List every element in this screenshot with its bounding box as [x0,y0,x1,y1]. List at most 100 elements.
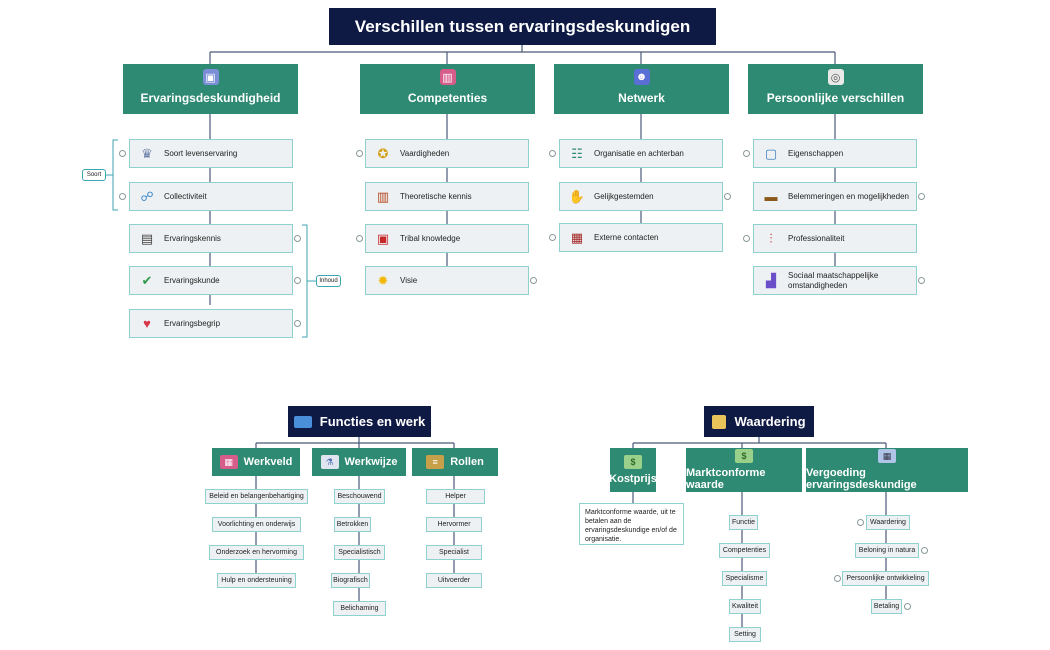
count-badge[interactable] [356,235,363,242]
rollen-item[interactable]: Hervormer [426,517,482,532]
books-icon: ▥ [376,188,390,204]
markt-item[interactable]: Competenties [719,543,770,558]
count-badge[interactable] [918,193,925,200]
check-badge-icon: ✔ [141,272,153,288]
sub-werkveld[interactable]: ▦Werkveld [212,448,300,476]
count-badge[interactable] [834,575,841,582]
count-badge[interactable] [743,150,750,157]
node-sociaal-maatschappelijke-omstandigheden[interactable]: ▟Sociaal maatschappelijke omstandigheden [753,266,917,295]
werkveld-item[interactable]: Onderzoek en hervorming [209,545,304,560]
node-belemmeringen-en-mogelijkheden[interactable]: ▬Belemmeringen en mogelijkheden [753,182,917,211]
vergoeding-item[interactable]: Waardering [866,515,910,530]
category-ervaringsdeskundigheid[interactable]: ▣ Ervaringsdeskundigheid [123,64,298,114]
kostprijs-note: Marktconforme waarde, uit te betalen aan… [579,503,684,545]
category-competenties[interactable]: ▥ Competenties [360,64,535,114]
sub-kostprijs[interactable]: $Kostprijs [609,448,657,492]
count-badge[interactable] [904,603,911,610]
count-badge[interactable] [921,547,928,554]
werkwijze-item[interactable]: Beschouwend [334,489,385,504]
markt-item[interactable]: Kwaliteit [729,599,761,614]
werkwijze-item[interactable]: Betrokken [334,517,371,532]
flask-icon: ⚗ [320,455,339,469]
node-tribal-knowledge[interactable]: ▣Tribal knowledge [365,224,529,253]
node-organisatie-en-achterban[interactable]: ☷Organisatie en achterban [559,139,723,168]
markt-item[interactable]: Setting [729,627,761,642]
node-gelijkgestemden[interactable]: ✋Gelijkgestemden [559,182,723,211]
vergoeding-item[interactable]: Beloning in natura [855,543,919,558]
werkveld-item[interactable]: Beleid en belangenbehartiging [205,489,308,504]
lock-icon: ▣ [376,230,390,246]
count-badge[interactable] [119,193,126,200]
werkwijze-item[interactable]: Belichaming [333,601,386,616]
box-icon [712,414,727,429]
count-badge[interactable] [294,235,301,242]
count-badge[interactable] [549,150,556,157]
growth-chart-icon: ▟ [766,272,776,288]
sliders-icon: ⫶ [769,230,773,246]
count-badge[interactable] [743,235,750,242]
hierarchy-icon: ≡ [426,455,445,469]
count-badge[interactable] [530,277,537,284]
podium-icon: ▥ [439,69,456,85]
werkveld-item[interactable]: Voorlichting en onderwijs [212,517,301,532]
count-badge[interactable] [294,320,301,327]
node-visie[interactable]: ✹Visie [365,266,529,295]
calculator-icon: ▦ [878,449,896,463]
tag-inhoud[interactable]: Inhoud [316,275,341,287]
group-icon: ☍ [140,188,154,204]
node-vaardigheden[interactable]: ✪Vaardigheden [365,139,529,168]
node-collectiviteit[interactable]: ☍Collectiviteit [129,182,293,211]
backpack-icon: ▣ [202,69,219,85]
map-icon: ▦ [219,455,238,469]
rollen-item[interactable]: Helper [426,489,485,504]
rollen-item[interactable]: Uitvoerder [426,573,482,588]
org-chart-icon: ☷ [571,145,583,161]
werkveld-item[interactable]: Hulp en ondersteuning [217,573,296,588]
money-icon: $ [735,449,753,463]
node-externe-contacten[interactable]: ▦Externe contacten [559,223,723,252]
node-eigenschappen[interactable]: ▢Eigenschappen [753,139,917,168]
count-badge[interactable] [918,277,925,284]
crown-icon: ♛ [141,145,153,161]
people-icon: ☻ [633,69,650,85]
werkwijze-item[interactable]: Biografisch [331,573,370,588]
werkwijze-item[interactable]: Specialistisch [334,545,385,560]
book-icon: ▤ [140,230,154,246]
rollen-item[interactable]: Specialist [426,545,482,560]
lightbulb-icon: ✹ [377,272,389,288]
count-badge[interactable] [857,519,864,526]
vergoeding-item[interactable]: Betaling [871,599,902,614]
toolbox-icon [293,415,312,428]
sub-marktconforme-waarde[interactable]: $Marktconforme waarde [686,448,802,492]
node-soort-levenservaring[interactable]: ♛Soort levenservaring [129,139,293,168]
node-ervaringskunde[interactable]: ✔Ervaringskunde [129,266,293,295]
count-badge[interactable] [119,150,126,157]
node-professionaliteit[interactable]: ⫶Professionaliteit [753,224,917,253]
hearts-icon: ♥ [143,316,151,331]
main-title: Verschillen tussen ervaringsdeskundigen [329,8,716,45]
medal-icon: ✪ [377,145,389,161]
category-netwerk[interactable]: ☻ Netwerk [554,64,729,114]
node-ervaringskennis[interactable]: ▤Ervaringskennis [129,224,293,253]
fingerprint-icon: ◎ [827,69,844,85]
waardering-title[interactable]: Waardering [704,406,814,437]
id-badge-icon: ▢ [764,145,778,161]
functies-title[interactable]: Functies en werk [288,406,431,437]
count-badge[interactable] [356,150,363,157]
count-badge[interactable] [724,193,731,200]
count-badge[interactable] [549,234,556,241]
node-theoretische-kennis[interactable]: ▥Theoretische kennis [365,182,529,211]
vergoeding-item[interactable]: Persoonlijke ontwikkeling [842,571,929,586]
category-persoonlijke-verschillen[interactable]: ◎ Persoonlijke verschillen [748,64,923,114]
sub-vergoeding[interactable]: ▦Vergoeding ervaringsdeskundige [806,448,968,492]
markt-item[interactable]: Functie [729,515,758,530]
node-ervaringsbegrip[interactable]: ♥Ervaringsbegrip [129,309,293,338]
handshake-icon: ✋ [568,188,586,204]
money-icon: $ [624,455,642,469]
count-badge[interactable] [294,277,301,284]
barrier-icon: ▬ [764,189,778,204]
sub-werkwijze[interactable]: ⚗Werkwijze [312,448,406,476]
markt-item[interactable]: Specialisme [722,571,767,586]
tag-soort[interactable]: Soort [82,169,106,181]
sub-rollen[interactable]: ≡Rollen [412,448,498,476]
